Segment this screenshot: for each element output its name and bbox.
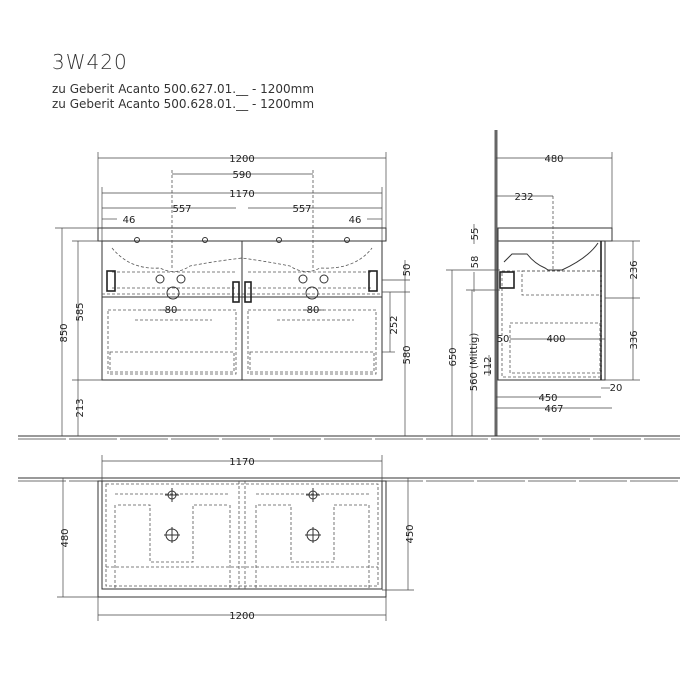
dim-right-edge: 46: [349, 215, 362, 226]
dim-drain-height: 580: [402, 345, 413, 364]
dim-cabinet-depth: 450: [538, 393, 557, 404]
dim-drawer-height: 252: [389, 315, 400, 334]
dim-back-offset: 50: [497, 334, 510, 345]
dim-floor-clearance: 213: [75, 398, 86, 417]
dim-overall-depth: 467: [544, 404, 563, 415]
plan-dim-overall-width: 1200: [229, 611, 254, 622]
dim-basin-spacing: 590: [232, 170, 251, 181]
dim-overall-width: 1200: [229, 154, 254, 165]
front-view: 1200 590 1170 557 557 46 46 850 585 213 …: [18, 152, 440, 440]
dim-mount-height: 650: [448, 347, 459, 366]
dim-front-thickness: 20: [610, 383, 623, 394]
plan-dim-depth: 480: [60, 528, 71, 547]
dim-tap-offset: 232: [514, 192, 533, 203]
dim-siphon-left: 80: [165, 305, 178, 316]
dim-top-thickness: 55: [470, 228, 481, 241]
compatibility-line-2: zu Geberit Acanto 500.628.01.__ - 1200mm: [52, 97, 315, 111]
dim-left-half: 557: [172, 204, 191, 215]
dim-right-half: 557: [292, 204, 311, 215]
compatibility-line-1: zu Geberit Acanto 500.627.01.__ - 1200mm: [52, 82, 315, 96]
dim-inner-depth: 400: [546, 334, 565, 345]
side-vanity-top: [497, 227, 613, 242]
side-view: 480 232 55 58 650 560 (Mittig) 236 336 4…: [440, 130, 680, 440]
dim-drawer-top: 50: [402, 264, 413, 277]
dim-total-height: 850: [59, 323, 70, 342]
dim-lower-drawer: 336: [629, 330, 640, 349]
dim-upper-gap: 58: [470, 256, 481, 269]
model-number: 3W420: [52, 50, 128, 74]
dim-upper-drawer: 236: [629, 260, 640, 279]
dim-left-edge: 46: [123, 215, 136, 226]
dim-cabinet-top-height: 585: [75, 302, 86, 321]
plan-dim-cabinet-width: 1170: [229, 457, 254, 468]
dim-bottom-offset: 112: [483, 356, 494, 375]
plan-dim-inner-depth: 450: [405, 524, 416, 543]
dim-cabinet-width: 1170: [229, 189, 254, 200]
plan-view: 1170 1200 480 450: [18, 455, 680, 622]
plan-top: [97, 480, 387, 598]
dim-depth-top: 480: [544, 154, 563, 165]
vanity-top: [97, 227, 387, 242]
dim-siphon-right: 80: [307, 305, 320, 316]
dim-center-height: 560 (Mittig): [469, 333, 480, 392]
side-cabinet: [497, 240, 606, 381]
